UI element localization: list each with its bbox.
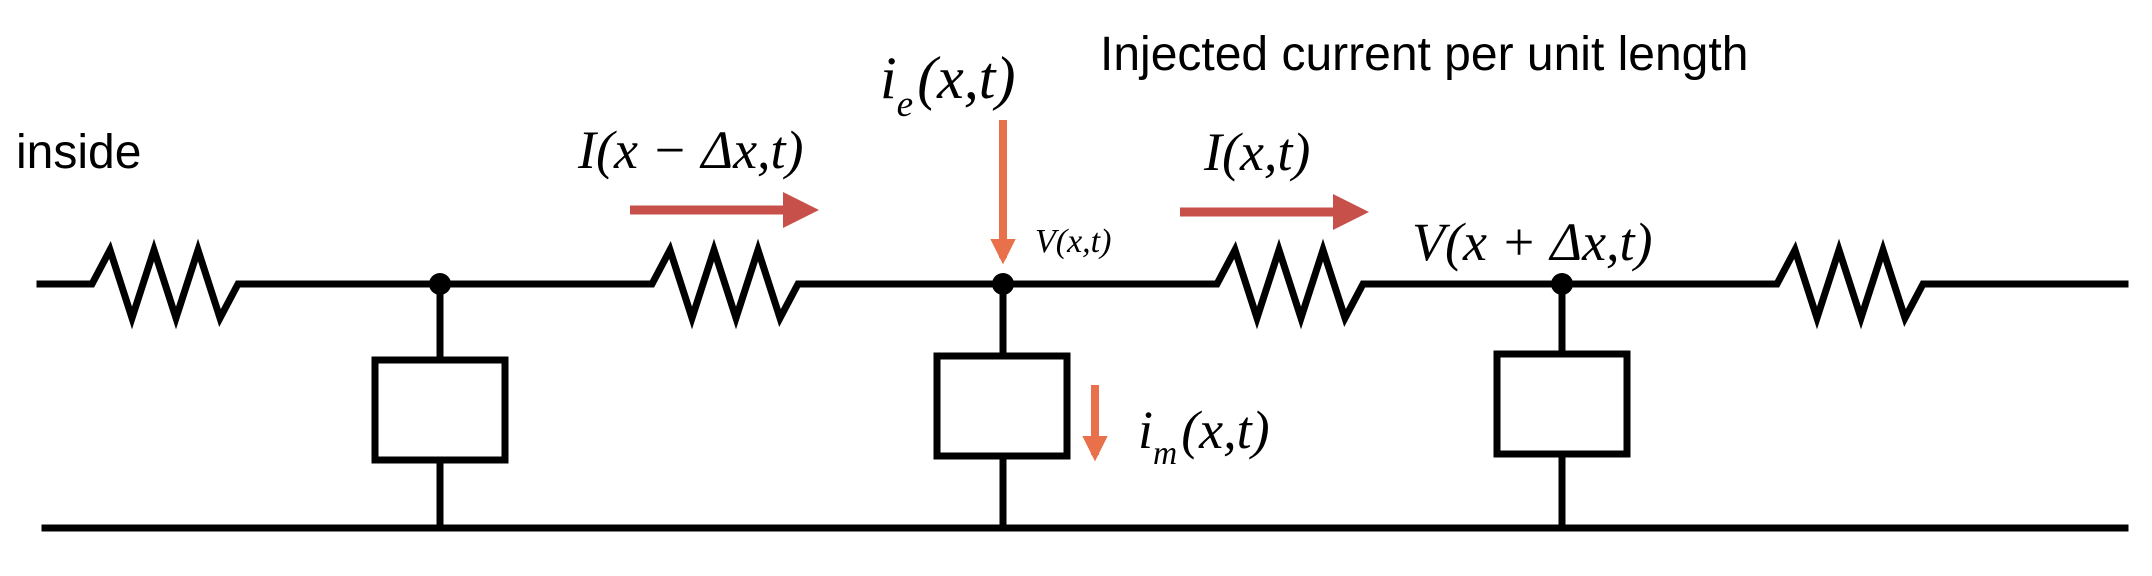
injected-current-label: ie(x,t) (880, 45, 1015, 125)
injected-current-subscript: e (897, 84, 914, 125)
resistor-3 (1161, 238, 1419, 330)
injected-current-caption: Injected current per unit length (1100, 28, 1748, 81)
membrane-current-subscript: m (1153, 435, 1177, 472)
membrane-element-3 (1493, 350, 1631, 458)
membrane-element-1 (371, 356, 509, 464)
resistor-4 (1721, 238, 1979, 330)
membrane-branch-1 (371, 273, 509, 532)
node-2 (992, 273, 1014, 295)
membrane-branch-3 (1493, 273, 1631, 532)
node-3 (1551, 273, 1573, 295)
node-1 (429, 273, 451, 295)
injected-current-symbol: i (880, 45, 897, 111)
inside-label: inside (16, 126, 141, 179)
top-conductor (36, 238, 2129, 330)
current-left-label: I(x − Δx,t) (577, 120, 804, 180)
membrane-current-args: (x,t) (1181, 400, 1269, 460)
membrane-element-2 (933, 352, 1071, 460)
resistor-1 (36, 238, 294, 330)
membrane-current-label: im(x,t) (1138, 400, 1270, 472)
current-right-label: I(x,t) (1203, 122, 1310, 182)
resistor-2 (596, 238, 854, 330)
membrane-branch-2 (933, 273, 1071, 532)
voltage-right-label: V(x + Δx,t) (1412, 212, 1653, 272)
voltage-mid-label: V(x,t) (1035, 223, 1111, 260)
injected-current-args: (x,t) (917, 45, 1015, 111)
membrane-current-symbol: i (1138, 400, 1153, 460)
